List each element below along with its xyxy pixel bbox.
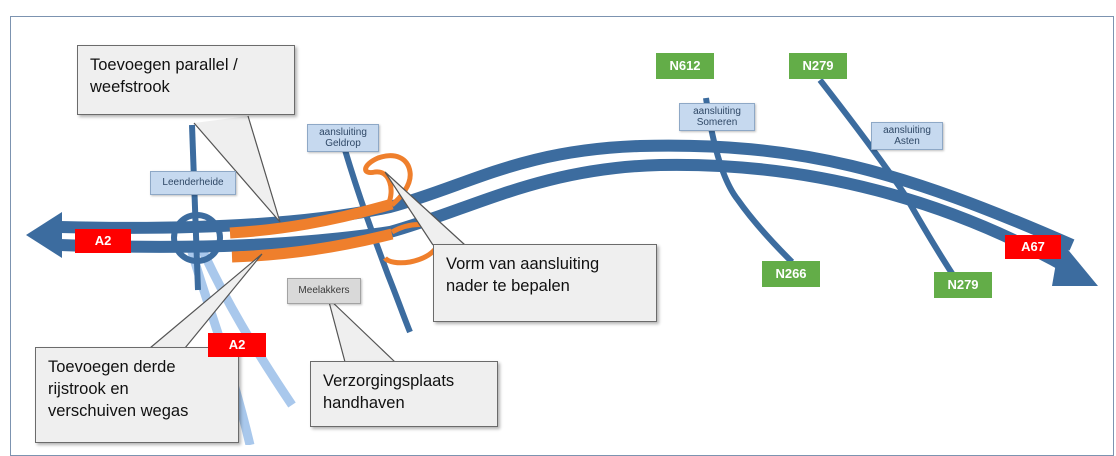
road-shield-n266: N266 (762, 261, 820, 287)
road-shield-a2-south: A2 (208, 333, 266, 357)
place-label-leenderheide: Leenderheide (150, 171, 236, 195)
callout-derde-line-2: rijstrook en (48, 380, 129, 398)
proposed-third-lane (231, 228, 394, 263)
callout-aansluiting-line-2: nader te bepalen (446, 277, 570, 295)
place-label-asten: aansluiting Asten (871, 122, 943, 150)
place-label-someren: aansluiting Someren (679, 103, 755, 131)
place-label-asten-line-2: Asten (894, 136, 920, 147)
callout-parallel-line-2: weefstrook (90, 78, 170, 96)
a67-south-carriageway (59, 158, 1078, 278)
callout-parallel-line-1: Toevoegen parallel / (90, 56, 238, 74)
callout-verzorging: Verzorgingsplaats handhaven (310, 361, 498, 427)
callout-verzorging-pointer (326, 296, 396, 363)
n612-n266-road (703, 97, 795, 265)
callout-verzorging-line-1: Verzorgingsplaats (323, 372, 455, 390)
place-label-asten-line-1: aansluiting (883, 125, 931, 136)
callout-parallel: Toevoegen parallel / weefstrook (77, 45, 295, 115)
geldrop-road (342, 149, 413, 334)
callout-derde-pointer (149, 253, 263, 349)
callout-derde-line-3: verschuiven wegas (48, 402, 189, 420)
proposed-parallel-lane (229, 198, 394, 239)
road-shield-a67: A67 (1005, 235, 1061, 259)
callout-derde-line-1: Toevoegen derde (48, 358, 176, 376)
place-label-someren-line-2: Someren (696, 117, 738, 128)
a2-south-light-road-2 (195, 243, 296, 408)
road-shield-a2-west: A2 (75, 229, 131, 253)
place-label-geldrop-line-2: Geldrop (325, 138, 361, 149)
callout-parallel-pointer (193, 115, 281, 223)
place-label-geldrop: aansluiting Geldrop (307, 124, 379, 152)
proposed-geldrop-loop-north (363, 153, 413, 207)
road-shield-n279-north: N279 (789, 53, 847, 79)
road-map (26, 78, 1098, 445)
callout-aansluiting-pointer (384, 171, 466, 246)
west-arrowhead (26, 212, 62, 258)
east-arrowhead (1052, 240, 1098, 286)
place-label-meelakkers: Meelakkers (287, 278, 361, 304)
place-label-someren-line-1: aansluiting (693, 106, 741, 117)
leenderheide-interchange (171, 212, 223, 264)
callout-aansluiting-line-1: Vorm van aansluiting (446, 255, 600, 273)
road-shield-n279-south: N279 (934, 272, 992, 298)
callout-derde: Toevoegen derde rijstrook en verschuiven… (35, 347, 239, 443)
callout-aansluiting: Vorm van aansluiting nader te bepalen (433, 244, 657, 322)
road-shield-n612: N612 (656, 53, 714, 79)
callout-verzorging-line-2: handhaven (323, 394, 405, 412)
place-label-geldrop-line-1: aansluiting (319, 127, 367, 138)
a67-north-carriageway (59, 139, 1075, 251)
